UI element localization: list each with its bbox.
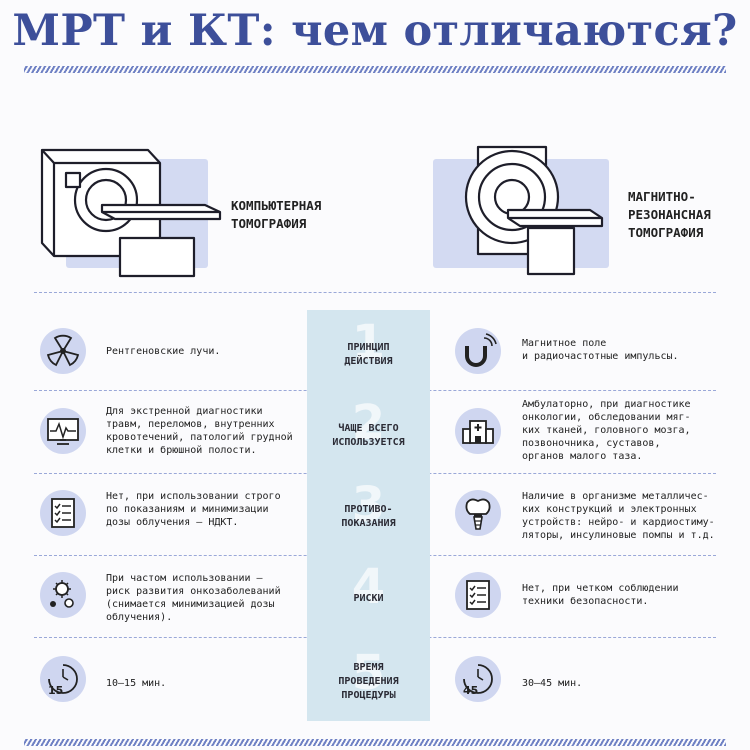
ct-row-text: 10–15 мин.: [106, 678, 167, 689]
ct-label-line2: томография: [231, 216, 307, 231]
category-label: риски: [307, 592, 430, 606]
hospital-icon: [455, 408, 501, 454]
page-title: МРТ и КТ: чем отличаются?: [12, 6, 738, 56]
category-line: принцип: [347, 342, 390, 353]
virus-icon: [40, 572, 86, 618]
category-line: используется: [332, 437, 405, 448]
category-line: время: [353, 662, 384, 673]
ct-scanner-icon: [40, 148, 222, 278]
row-separator: [34, 292, 716, 293]
category-line: проведения: [338, 676, 399, 687]
ct-row-text: Нет, при использовании строго по показан…: [106, 491, 281, 528]
ct-row-text: При частом использовании — риск развития…: [106, 573, 281, 623]
category-label: противо- показания: [307, 503, 430, 531]
checklist-icon: [40, 490, 86, 536]
ct-row-text: Рентгеновские лучи.: [106, 346, 221, 357]
mri-label: Магнитно- резонансная томография: [628, 188, 711, 242]
category-column: [307, 310, 430, 721]
mri-scanner-icon: [464, 145, 604, 276]
category-line: действия: [344, 356, 393, 367]
mri-label-line2: резонансная: [628, 207, 711, 222]
monitor-ecg-icon: [40, 408, 86, 454]
mri-row-text: Наличие в организме металличес- ких конс…: [522, 491, 715, 541]
category-line: риски: [353, 593, 384, 604]
clock-minutes: 45: [463, 684, 478, 697]
checklist-icon: [455, 572, 501, 618]
ct-label: Компьютерная томография: [231, 197, 321, 233]
mri-label-line1: Магнитно-: [628, 189, 696, 204]
mri-row-text: Амбулаторно, при диагностике онкологии, …: [522, 399, 691, 462]
ct-label-line1: Компьютерная: [231, 198, 322, 213]
bottom-divider-stripe: [24, 739, 726, 746]
category-line: противо-: [344, 504, 393, 515]
row-number: 4: [351, 559, 386, 615]
mri-label-line3: томография: [628, 225, 704, 240]
radiation-icon: [40, 328, 86, 374]
tooth-implant-icon: [455, 490, 501, 536]
magnet-icon: [455, 328, 501, 374]
clock-icon: 15: [40, 656, 86, 702]
ct-row-text: Для экстренной диагностики травм, перело…: [106, 406, 293, 456]
mri-row-text: Нет, при четком соблюдении техники безоп…: [522, 583, 679, 607]
row-number: 5: [351, 645, 386, 701]
mri-row-text: 30–45 мин.: [522, 678, 583, 689]
category-line: процедуры: [341, 690, 396, 701]
category-line: показания: [341, 518, 396, 529]
category-label: чаще всего используется: [307, 422, 430, 450]
clock-icon: 45: [455, 656, 501, 702]
category-label: время проведения процедуры: [307, 661, 430, 703]
row-number: 3: [351, 477, 386, 533]
clock-minutes: 15: [48, 684, 63, 697]
category-line: чаще всего: [338, 423, 399, 434]
category-label: принцип действия: [307, 341, 430, 369]
row-number: 2: [351, 395, 386, 451]
top-divider-stripe: [24, 66, 726, 73]
mri-row-text: Магнитное поле и радиочастотные импульсы…: [522, 338, 679, 362]
row-number: 1: [351, 315, 386, 371]
